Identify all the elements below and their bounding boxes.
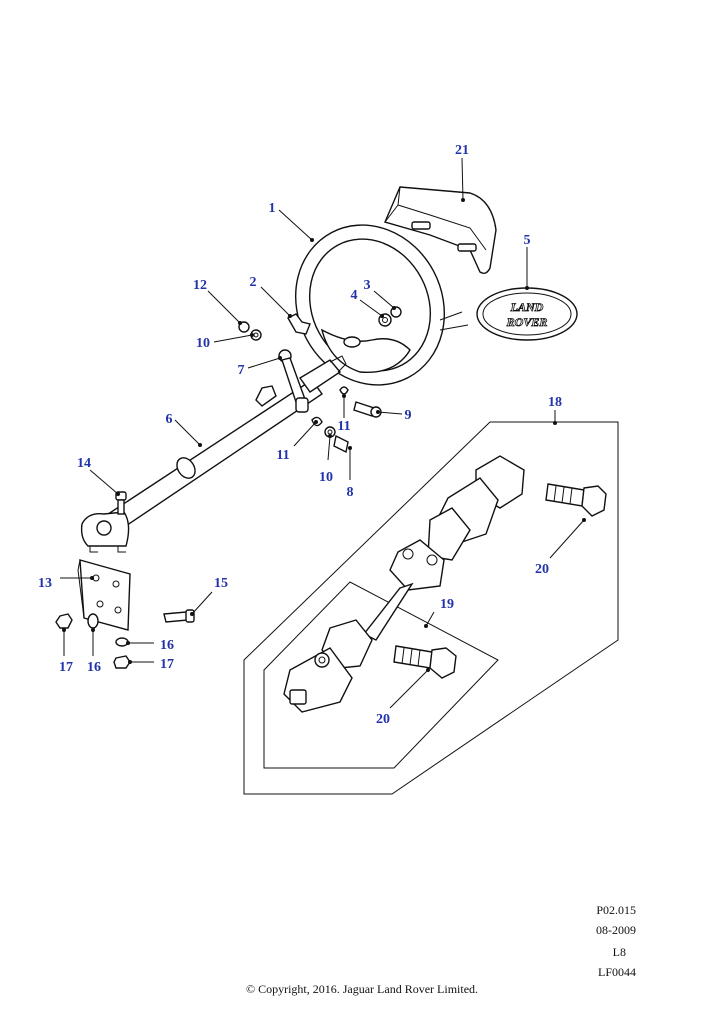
callout-9: 9	[405, 408, 412, 423]
callout-12: 12	[193, 278, 207, 293]
callout-2: 2	[250, 275, 257, 290]
clip-part	[287, 313, 311, 335]
callout-3: 3	[364, 278, 371, 293]
bracket-plate-part	[77, 559, 131, 631]
callout-labels: 21 1 5 2 3 4 12 10 7 6 9 11 11 10 8 14 1…	[38, 143, 562, 727]
lower-shaft-joint-part	[283, 619, 373, 713]
callout-8: 8	[347, 485, 354, 500]
reference-code: LF0044	[597, 965, 636, 979]
callout-15: 15	[214, 576, 228, 591]
callout-10-lower: 10	[319, 470, 333, 485]
callout-14: 14	[77, 456, 91, 471]
assembly-frame-19	[263, 581, 499, 769]
callout-20-lower: 20	[376, 712, 390, 727]
callout-21: 21	[455, 143, 469, 158]
reference-plate: P02.015	[596, 903, 636, 917]
copyright-notice: © Copyright, 2016. Jaguar Land Rover Lim…	[245, 982, 479, 996]
callout-20-upper: 20	[535, 562, 549, 577]
callout-16-right: 16	[160, 638, 174, 653]
pinch-bolt-lower	[393, 645, 457, 679]
pinch-bolt-upper	[545, 483, 607, 517]
steering-wheel-part	[294, 224, 469, 386]
hardware-small	[55, 609, 195, 669]
callout-5: 5	[524, 233, 531, 248]
callout-4: 4	[351, 288, 358, 303]
horn-cover-part	[384, 186, 497, 275]
callout-6: 6	[166, 412, 173, 427]
callout-7: 7	[238, 363, 245, 378]
badge-line1: LAND	[510, 300, 544, 314]
leader-lines	[60, 157, 586, 709]
intermediate-shaft-part	[362, 455, 525, 641]
callout-11-right: 11	[337, 419, 350, 434]
assembly-frame-18	[243, 421, 619, 795]
callout-18: 18	[548, 395, 562, 410]
callout-13: 13	[38, 576, 52, 591]
reference-level: L8	[612, 945, 626, 959]
lever-part	[278, 349, 309, 413]
reference-date: 08-2009	[596, 923, 636, 937]
callout-11-left: 11	[276, 448, 289, 463]
callout-16-left: 16	[87, 660, 101, 675]
callout-1: 1	[269, 201, 276, 216]
land-rover-badge: LAND ROVER	[476, 287, 578, 341]
callout-19: 19	[440, 597, 454, 612]
callout-17-left: 17	[59, 660, 73, 675]
callout-17-right: 17	[160, 657, 174, 672]
steering-column-part	[80, 355, 347, 553]
badge-line2: ROVER	[506, 315, 548, 329]
fasteners	[238, 306, 402, 454]
callout-10-upper: 10	[196, 336, 210, 351]
